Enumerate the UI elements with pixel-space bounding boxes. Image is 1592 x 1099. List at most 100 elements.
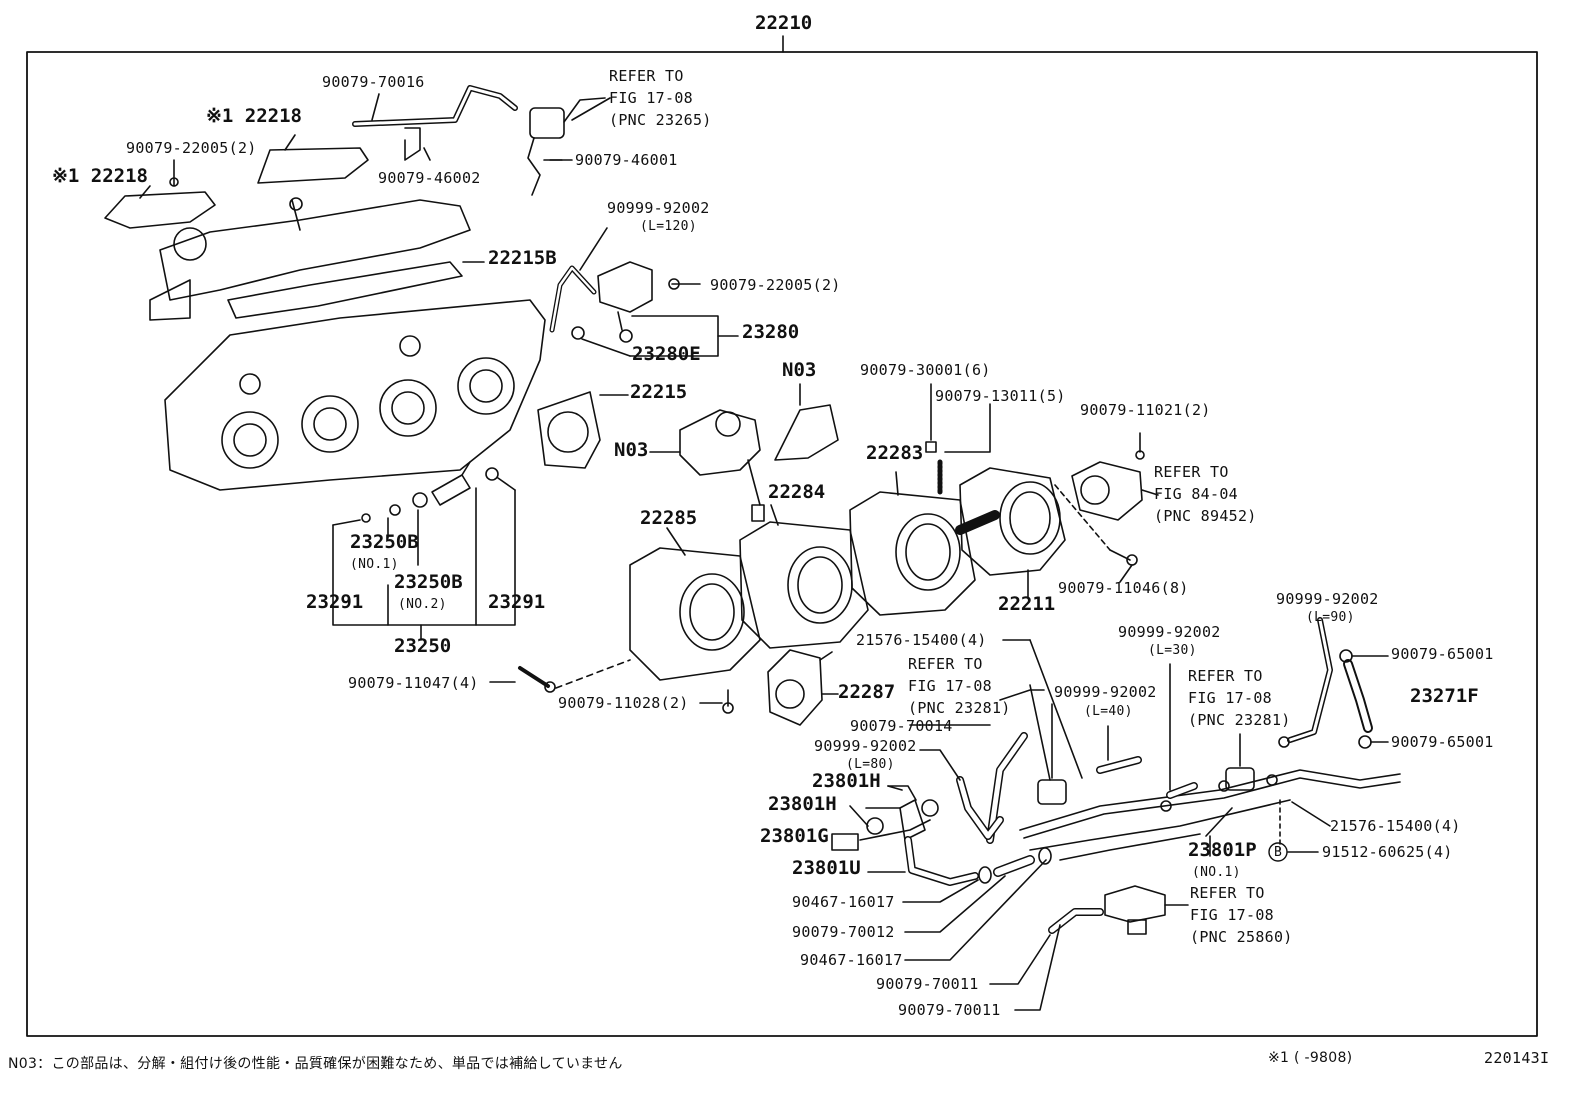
no2-label: (NO.2) [398,597,447,612]
part-23291-right: 23291 [488,591,546,613]
part-n03-actuator: N03 [614,439,649,461]
throttle-body-22211 [959,467,1066,576]
part-90079-70011-b: 90079-70011 [898,1001,1001,1019]
part-22283: 22283 [866,442,924,464]
part-22215b: 22215B [488,247,557,269]
part-90079-30001: 90079-30001(6) [860,361,991,379]
part-90999-92002-l90: 90999-92002 [1276,590,1379,608]
bracket-22287 [767,649,833,726]
refer-pnc-89452: (PNC 89452) [1154,507,1257,525]
part-90999-92002-l40: 90999-92002 [1054,683,1157,701]
throttle-body-22283 [849,491,976,616]
circle-b-marker [1268,842,1288,862]
bracket-n03 [774,404,839,461]
part-22218-top: ※1 22218 [206,105,302,127]
refer-fig-84-04-a: REFER TO [1154,463,1229,481]
assembly-frame [26,51,1538,1037]
vsv-25860 [1104,885,1166,935]
part-90079-46001: 90079-46001 [575,151,678,169]
bracket-46002 [404,127,421,161]
vsv-23281-left [1037,703,1067,805]
intake-manifold [164,299,546,491]
bolt-11047 [518,666,550,688]
part-90079-22005-left: 90079-22005(2) [126,139,257,157]
length-l30: (L=30) [1148,643,1197,658]
throttle-actuator-n03 [679,409,765,522]
vsv-23265 [527,97,606,196]
part-90079-70011-a: 90079-70011 [876,975,979,993]
part-91512-60625: 91512-60625(4) [1322,843,1453,861]
no1-label: (NO.1) [350,557,399,572]
throttle-body-22284 [739,521,869,649]
intake-upper-22215b [149,197,471,321]
coupling [955,510,1000,535]
part-n03-bracket: N03 [782,359,817,381]
length-l90: (L=90) [1306,610,1355,625]
part-90079-70012: 90079-70012 [792,923,895,941]
mark1-footnote: ※1 ( -9808) [1268,1050,1353,1066]
assembly-number: 22210 [755,12,813,34]
part-22218-left: ※1 22218 [52,165,148,187]
part-90079-70014: 90079-70014 [850,717,953,735]
union-23801g [831,833,859,851]
part-23801p: 23801P [1188,839,1257,861]
part-90079-65001-top: 90079-65001 [1391,645,1494,663]
part-90079-46002: 90079-46002 [378,169,481,187]
vacuum-pipe-23801p [1019,769,1401,861]
leader-70016 [371,93,380,121]
refer-fig-17-08-e: REFER TO [1188,667,1263,685]
figure-code: 220143I [1484,1049,1550,1067]
refer-fig-17-08-a: REFER TO [609,67,684,85]
part-23271f: 23271F [1410,685,1479,707]
part-23280: 23280 [742,321,800,343]
pipe-23801u [904,836,979,886]
part-90999-92002-l80: 90999-92002 [814,737,917,755]
part-90079-11046: 90079-11046(8) [1058,579,1189,597]
part-22211: 22211 [998,593,1056,615]
throttle-body-22285 [629,547,761,681]
vsv-23281-right [1225,733,1255,791]
refer-pnc-23265: (PNC 23265) [609,111,712,129]
refer-fig-17-08-c: REFER TO [908,655,983,673]
part-90079-13011: 90079-13011(5) [935,387,1066,405]
refer-fig-17-08-b: FIG 17-08 [609,89,693,107]
part-22284: 22284 [768,481,826,503]
part-90079-11028: 90079-11028(2) [558,694,689,712]
part-90999-92002-l30: 90999-92002 [1118,623,1221,641]
refer-pnc-25860: (PNC 25860) [1190,928,1293,946]
refer-fig-84-04-b: FIG 84-04 [1154,485,1238,503]
part-90999-92002-l120: 90999-92002 [607,199,710,217]
gasket-22215 [537,391,601,469]
part-23250b-no1: 23250B [350,531,419,553]
part-23291-left: 23291 [306,591,364,613]
n03-footnote: N03：この部品は、分解・組付け後の性能・品質確保が困難なため、単品では補給して… [8,1056,623,1072]
refer-fig-17-08-f: FIG 17-08 [1188,689,1272,707]
length-l80: (L=80) [846,757,895,772]
refer-pnc-23281-right: (PNC 23281) [1188,711,1291,729]
part-90079-11021: 90079-11021(2) [1080,401,1211,419]
part-23280e: 23280E [632,343,701,365]
part-23801g: 23801G [760,825,829,847]
refer-fig-17-08-h: FIG 17-08 [1190,906,1274,924]
part-23801h-a: 23801H [812,770,881,792]
part-23801h-b: 23801H [768,793,837,815]
part-23250b-no2: 23250B [394,571,463,593]
part-21576-15400-top: 21576-15400(4) [856,631,987,649]
injector-23250 [361,461,499,523]
fitting-23801h [899,799,926,841]
part-90079-22005-right: 90079-22005(2) [710,276,841,294]
length-l40: (L=40) [1084,704,1133,719]
part-23801u: 23801U [792,857,861,879]
refer-pnc-23281-left: (PNC 23281) [908,699,1011,717]
part-90079-70016: 90079-70016 [322,73,425,91]
part-22287: 22287 [838,681,896,703]
part-90467-16017-b: 90467-16017 [800,951,903,969]
part-21576-15400-bottom: 21576-15400(4) [1330,817,1461,835]
no1-p-label: (NO.1) [1192,865,1241,880]
part-23250: 23250 [394,635,452,657]
refer-fig-17-08-g: REFER TO [1190,884,1265,902]
length-l120: (L=120) [640,219,697,234]
part-90079-11047: 90079-11047(4) [348,674,479,692]
